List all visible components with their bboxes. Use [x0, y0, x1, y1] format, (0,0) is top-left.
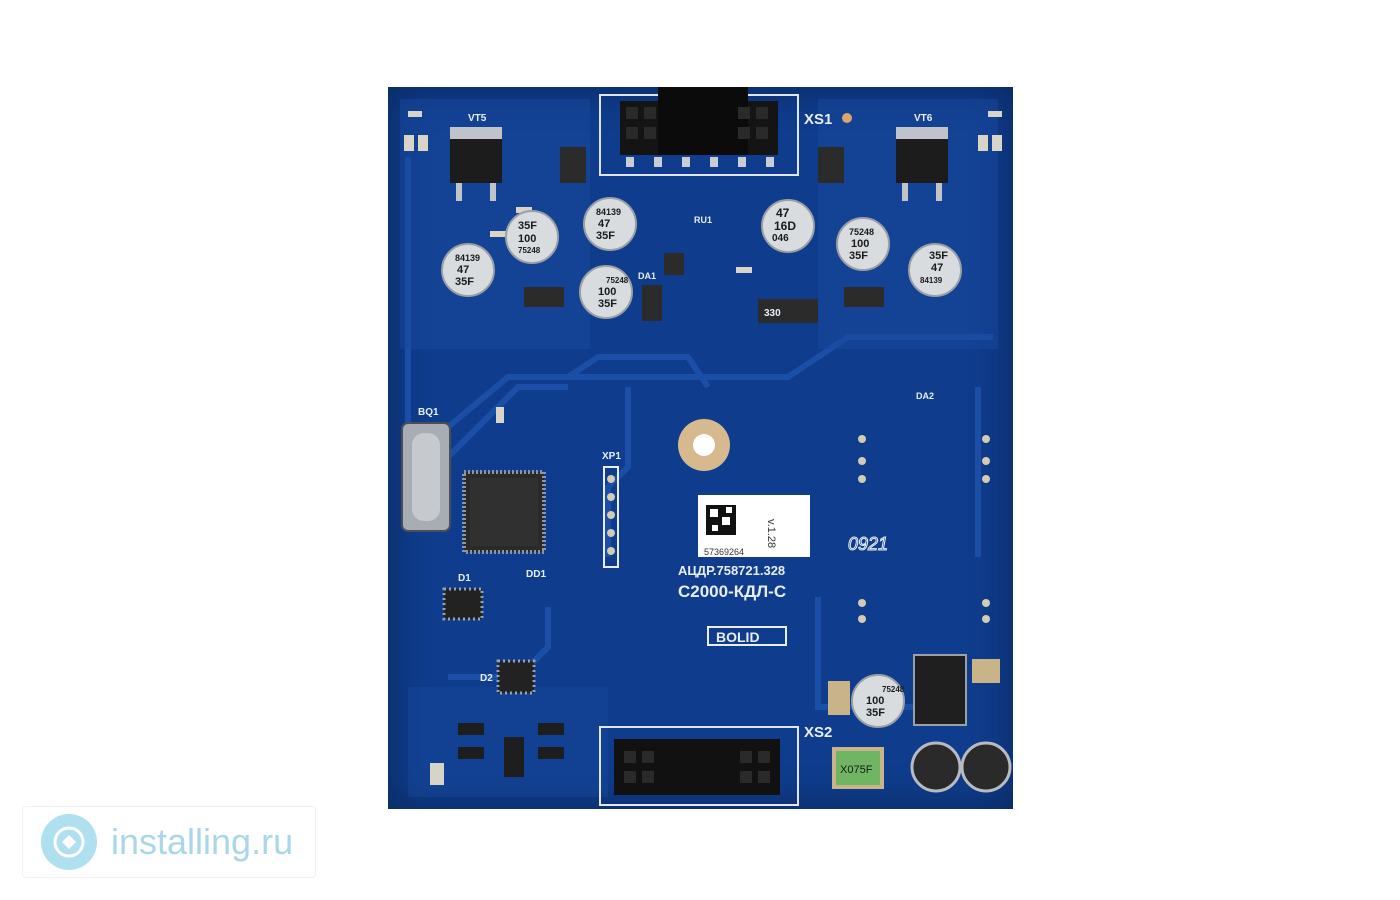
label-sticker: 57369264 v.1.28 [698, 495, 810, 557]
svg-text:84139: 84139 [455, 253, 480, 263]
connector-xs1: XS1 [599, 87, 852, 176]
chip-d2: D2 [480, 659, 536, 695]
serial-number: 57369264 [704, 547, 744, 557]
capacitor-c2: 35F 100 75248 [505, 210, 559, 264]
xs1-label: XS1 [804, 111, 832, 128]
svg-text:84139: 84139 [596, 207, 621, 217]
svg-text:100: 100 [866, 695, 884, 707]
svg-text:100: 100 [518, 233, 536, 245]
brand-logo: BOLID [707, 626, 787, 646]
svg-text:100: 100 [851, 238, 869, 250]
svg-text:75248: 75248 [606, 276, 629, 285]
svg-text:XS2: XS2 [804, 724, 832, 741]
svg-text:D1: D1 [458, 573, 471, 584]
svg-text:VT6: VT6 [914, 113, 933, 124]
svg-text:35F: 35F [598, 298, 617, 310]
svg-text:35F: 35F [866, 707, 885, 719]
svg-text:VT5: VT5 [468, 113, 487, 124]
inductor-x075f: X075F [832, 747, 884, 789]
svg-text:35F: 35F [596, 230, 615, 242]
chip-d1: D1 [442, 573, 484, 621]
capacitor-c5: 47 16D 046 [761, 199, 815, 253]
svg-text:75248: 75248 [518, 246, 541, 255]
header-xp1: XP1 [602, 451, 621, 568]
transistor-vt6: VT6 [896, 113, 948, 201]
date-code: 0921 [848, 534, 888, 554]
svg-text:BOLID: BOLID [716, 629, 760, 645]
capacitor-c8: 75248 100 35F [851, 674, 905, 728]
da1-label: DA1 [638, 271, 656, 281]
svg-text:47: 47 [931, 262, 943, 274]
svg-text:47: 47 [598, 218, 610, 230]
svg-text:X075F: X075F [840, 764, 873, 776]
firmware-version: v.1.28 [765, 519, 777, 548]
svg-text:75248: 75248 [849, 227, 874, 237]
svg-text:16D: 16D [774, 219, 796, 233]
pcb-board: XS1 VT5 VT6 330 RU1 DA1 DA2 [388, 87, 1013, 809]
watermark-text: installing.ru [111, 821, 294, 862]
doc-number: АЦДР.758721.328 [678, 563, 785, 578]
svg-text:100: 100 [598, 286, 616, 298]
connector-xs2: XS2 [599, 724, 832, 806]
svg-text:35F: 35F [518, 220, 537, 232]
svg-text:75248: 75248 [882, 685, 905, 694]
svg-text:330: 330 [764, 308, 781, 319]
svg-text:DD1: DD1 [526, 569, 546, 580]
svg-text:XP1: XP1 [602, 451, 621, 462]
microcontroller-dd1: DD1 [462, 470, 546, 580]
da2-label: DA2 [916, 391, 934, 401]
svg-text:35F: 35F [849, 250, 868, 262]
svg-text:046: 046 [772, 233, 789, 244]
watermark: installing.ru [22, 806, 316, 878]
svg-text:D2: D2 [480, 673, 493, 684]
ru1-label: RU1 [694, 215, 712, 225]
model-name: С2000-КДЛ-С [678, 582, 786, 601]
capacitor-c7: 35F 47 84139 [908, 243, 962, 297]
svg-text:35F: 35F [929, 250, 948, 262]
svg-text:84139: 84139 [920, 276, 943, 285]
capacitor-group: 84139 47 35F 35F 100 75248 84139 47 35F … [441, 197, 962, 728]
svg-text:BQ1: BQ1 [418, 407, 439, 418]
svg-text:35F: 35F [455, 276, 474, 288]
svg-text:47: 47 [776, 206, 790, 220]
capacitor-c4: 75248 100 35F [579, 265, 633, 319]
watermark-logo-icon [41, 814, 97, 870]
capacitor-c1: 84139 47 35F [441, 243, 495, 297]
capacitor-c3: 84139 47 35F [583, 197, 637, 251]
svg-text:47: 47 [457, 264, 469, 276]
capacitor-c6: 75248 100 35F [836, 217, 890, 271]
pcb-artwork: XS1 VT5 VT6 330 RU1 DA1 DA2 [400, 87, 1012, 806]
crystal-bq1: BQ1 [401, 407, 451, 532]
transistor-vt5: VT5 [450, 113, 502, 201]
